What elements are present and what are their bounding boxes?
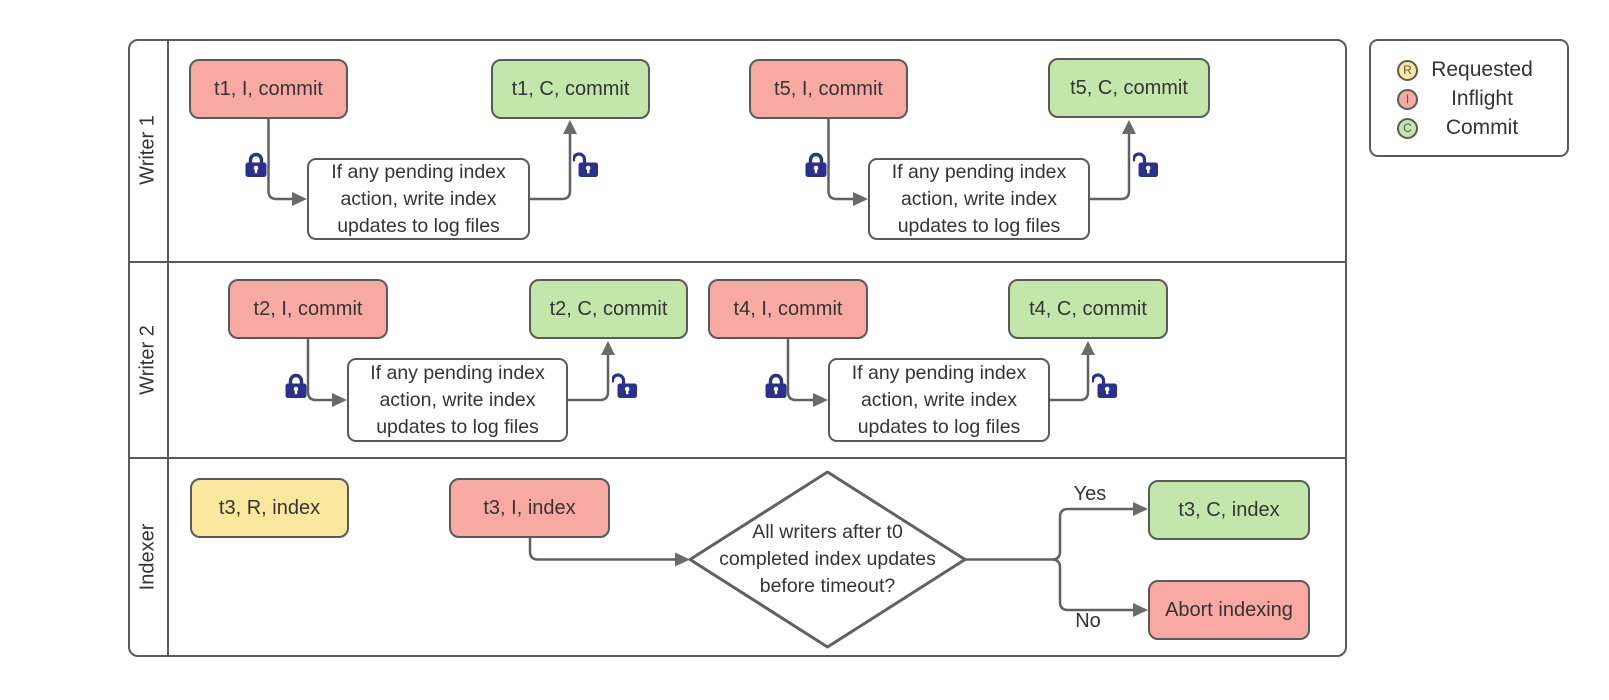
- node-w1-process-a: If any pending index action, write index…: [307, 158, 530, 240]
- connector-process-to-t4c: [1050, 355, 1090, 402]
- legend-item-inflight: I Inflight: [1397, 87, 1567, 111]
- yes-branch-label: Yes: [1073, 483, 1107, 505]
- arrowhead: [1133, 502, 1148, 516]
- decision-diamond: [688, 470, 967, 649]
- node-w2-process-a: If any pending index action, write index…: [347, 358, 568, 442]
- legend-label: Requested: [1431, 58, 1533, 81]
- connector-process-to-t5c: [1090, 134, 1131, 201]
- commit-status-icon: C: [1397, 117, 1418, 139]
- no-branch-label: No: [1075, 610, 1101, 632]
- connector-t5-to-process: [827, 119, 854, 201]
- legend-label: Inflight: [1451, 87, 1513, 110]
- node-w2-process-b: If any pending index action, write index…: [828, 358, 1050, 442]
- node-t2-commit: t2, C, commit: [529, 279, 688, 339]
- node-t4-commit: t4, C, commit: [1008, 279, 1168, 339]
- connector-no-branch: [1051, 558, 1134, 612]
- open-lock-icon: [571, 151, 598, 178]
- closed-lock-icon: [284, 372, 308, 399]
- legend: R Requested I Inflight C Commit: [1369, 39, 1569, 157]
- connector-t4-to-process: [786, 339, 814, 402]
- open-lock-icon: [1131, 151, 1158, 178]
- legend-item-requested: R Requested: [1397, 58, 1567, 82]
- arrowhead: [1122, 120, 1136, 134]
- lane-divider-1: [129, 260, 1346, 263]
- node-t2-inflight: t2, I, commit: [228, 279, 388, 339]
- node-t3-inflight: t3, I, index: [449, 478, 610, 538]
- open-lock-icon: [610, 372, 637, 399]
- arrowhead: [563, 120, 577, 134]
- closed-lock-icon: [244, 151, 268, 178]
- node-t1-commit: t1, C, commit: [491, 59, 650, 119]
- connector-process-to-t1c: [530, 134, 572, 201]
- connector-t2-to-process: [306, 339, 333, 402]
- lane-label-divider: [167, 40, 169, 656]
- connector-yes-branch: [1051, 507, 1134, 561]
- open-lock-icon: [1090, 372, 1117, 399]
- arrowhead: [853, 192, 868, 206]
- arrowhead: [675, 552, 690, 567]
- connector-process-to-t2c: [568, 355, 610, 402]
- node-t5-inflight: t5, I, commit: [749, 59, 908, 119]
- node-t4-inflight: t4, I, commit: [708, 279, 868, 339]
- legend-item-commit: C Commit: [1397, 116, 1567, 140]
- closed-lock-icon: [764, 372, 788, 399]
- decision-text: All writers after t0 completed index upd…: [719, 521, 936, 597]
- arrowhead: [1133, 603, 1148, 617]
- connector-t3i-to-decision: [528, 538, 676, 561]
- arrowhead: [601, 341, 615, 355]
- node-t1-inflight: t1, I, commit: [189, 59, 348, 119]
- legend-label: Commit: [1445, 116, 1519, 139]
- closed-lock-icon: [804, 151, 828, 178]
- node-w1-process-b: If any pending index action, write index…: [868, 158, 1090, 240]
- pool-frame: [128, 39, 1347, 657]
- arrowhead: [332, 393, 347, 407]
- node-t3-requested: t3, R, index: [190, 478, 349, 538]
- inflight-status-icon: I: [1397, 88, 1418, 110]
- node-abort-indexing: Abort indexing: [1148, 580, 1310, 640]
- requested-status-icon: R: [1397, 59, 1418, 81]
- lane-divider-2: [129, 456, 1346, 459]
- arrowhead: [813, 393, 828, 407]
- arrowhead: [1081, 341, 1095, 355]
- connector-t1-to-process: [267, 119, 293, 201]
- node-t5-commit: t5, C, commit: [1048, 58, 1210, 118]
- arrowhead: [292, 192, 307, 206]
- node-t3-commit: t3, C, index: [1148, 480, 1310, 540]
